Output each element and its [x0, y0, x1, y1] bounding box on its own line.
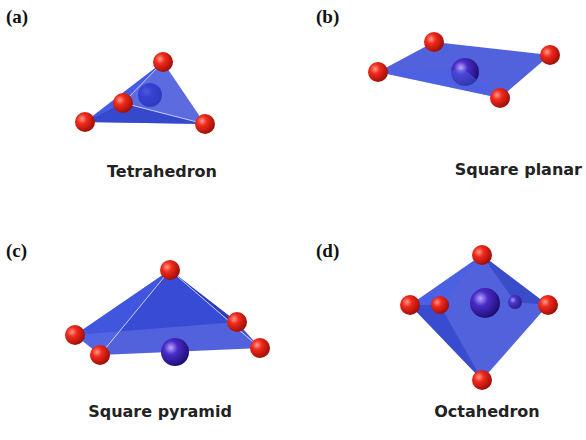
- panel-letter: (d): [316, 240, 339, 262]
- square-pyramid: [65, 260, 270, 366]
- panel-letter: (c): [6, 240, 27, 262]
- panel-letter: (b): [316, 6, 339, 28]
- tetrahedron: [75, 52, 215, 134]
- panel-letter: (a): [6, 6, 28, 28]
- octahedron: [400, 245, 558, 390]
- geometry-caption: Tetrahedron: [107, 162, 217, 181]
- geometry-caption: Square pyramid: [88, 402, 232, 421]
- geometry-caption: Square planar: [455, 160, 582, 179]
- square-planar: [368, 32, 560, 108]
- geometry-caption: Octahedron: [434, 402, 540, 421]
